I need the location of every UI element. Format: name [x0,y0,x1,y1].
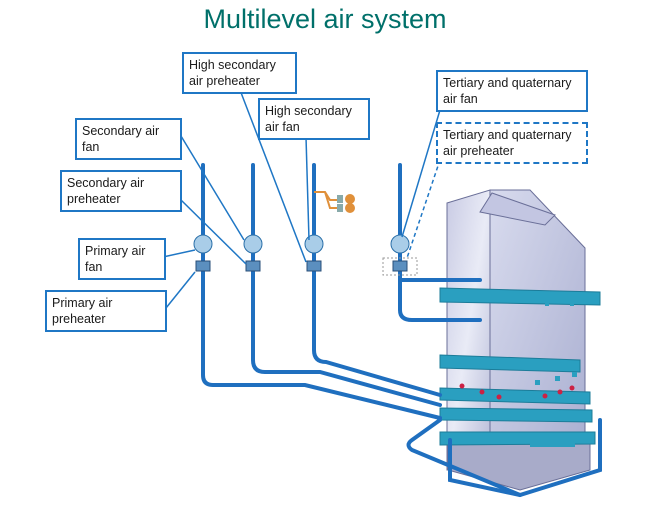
label-tertiary-quaternary-air-preheater: Tertiary and quaternary air preheater [436,122,588,164]
label-primary-air-preheater: Primary air preheater [45,290,167,332]
auxiliary-burners [314,191,355,213]
diagram-title: Multilevel air system [203,4,447,34]
ports [530,300,577,447]
tertiary-preheater-box [382,257,418,276]
nozzles [459,383,575,400]
air-ducts [201,163,602,498]
label-primary-air-fan: Primary air fan [78,238,166,280]
preheaters [195,260,408,272]
label-tertiary-quaternary-air-fan: Tertiary and quaternary air fan [436,70,588,112]
fans [193,234,410,254]
label-secondary-air-preheater: Secondary air preheater [60,170,182,212]
label-high-secondary-air-preheater: High secondary air preheater [182,52,297,94]
label-secondary-air-fan: Secondary air fan [75,118,182,160]
label-high-secondary-air-fan: High secondary air fan [258,98,370,140]
